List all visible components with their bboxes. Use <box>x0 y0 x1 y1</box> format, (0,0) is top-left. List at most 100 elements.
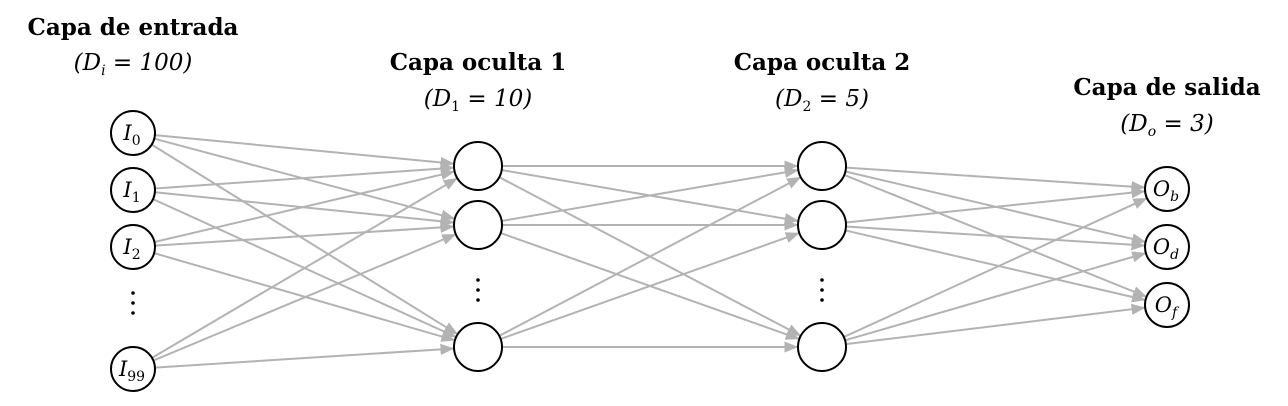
dim-subscript: o <box>1148 124 1156 140</box>
neuron-label-main: I <box>122 178 132 202</box>
neuron-circle <box>110 346 156 392</box>
layer-titles: Capa de entrada(Di = 100)Capa oculta 1(D… <box>28 14 1261 140</box>
neuron-circle <box>797 141 847 191</box>
neuron-circle <box>110 110 156 156</box>
dim-subscript: i <box>101 63 105 79</box>
dim-subscript: 1 <box>451 99 460 115</box>
dim-variable: D <box>1128 111 1147 137</box>
edge-input-2-to-hidden1-1 <box>154 221 455 247</box>
ellipsis-dot-0 <box>131 291 135 295</box>
layer-title-input: Capa de entrada <box>28 14 239 41</box>
edge-hidden2-0-to-output-0 <box>845 166 1146 193</box>
dim-value: 5 <box>845 86 860 112</box>
neuron-circle <box>453 141 503 191</box>
ellipsis-dot-1 <box>476 288 480 292</box>
neuron-label-main: O <box>1153 177 1170 201</box>
dim-variable: D <box>432 86 451 112</box>
layer-dimension-output: (Do = 3) <box>1120 111 1213 140</box>
neuron-hidden2-0 <box>797 141 847 191</box>
neuron-output-1: Od <box>1144 224 1190 270</box>
dim-equals: = <box>106 50 140 76</box>
neuron-label: I1 <box>122 178 140 206</box>
neuron-label: I0 <box>122 121 140 149</box>
neuron-output-2: Of <box>1144 282 1190 328</box>
paren-open: ( <box>74 50 84 76</box>
layer-dimension-hidden2: (D2 = 5) <box>775 86 869 115</box>
paren-open: ( <box>1120 111 1130 137</box>
neuron-circle <box>453 200 503 250</box>
paren-close: ) <box>522 86 532 112</box>
layer-dimension-hidden1: (D1 = 10) <box>424 86 533 115</box>
edge-input-2-to-hidden1-0 <box>154 169 456 243</box>
neuron-circle <box>797 200 847 250</box>
neuron-hidden1-3 <box>453 322 503 372</box>
edge-input-0-to-hidden1-2 <box>151 143 458 335</box>
paren-close: ) <box>1204 111 1214 137</box>
dim-value: 10 <box>494 86 523 112</box>
neuron-label-subscript: b <box>1170 189 1179 205</box>
vertical-ellipsis <box>476 278 480 302</box>
neuron-circle <box>453 322 503 372</box>
neuron-label-subscript: d <box>1170 247 1179 263</box>
connections <box>151 134 1148 369</box>
neuron-output-0: Ob <box>1144 166 1190 212</box>
dim-subscript: 2 <box>802 99 811 115</box>
ellipsis-dot-0 <box>476 278 480 282</box>
dim-variable: D <box>82 50 101 76</box>
edge-hidden2-1-to-output-2 <box>845 229 1146 303</box>
dim-equals: = <box>1156 111 1190 137</box>
neuron-circle <box>1144 282 1190 328</box>
vertical-ellipsis <box>820 278 824 302</box>
edge-hidden2-1-to-output-0 <box>845 187 1146 224</box>
neuron-label: I2 <box>122 235 140 263</box>
edge-input-3-to-hidden1-0 <box>151 177 458 359</box>
neuron-label: I99 <box>118 357 145 385</box>
neuron-label: Od <box>1153 235 1179 263</box>
paren-close: ) <box>182 50 192 76</box>
paren-close: ) <box>859 86 869 112</box>
edge-hidden1-2-to-hidden2-1 <box>500 232 800 340</box>
layer-title-hidden1: Capa oculta 1 <box>390 49 567 76</box>
edge-hidden1-2-to-hidden2-0 <box>498 176 802 337</box>
ellipsis-dot-1 <box>131 301 135 305</box>
dim-equals: = <box>811 86 845 112</box>
neuron-hidden2-1 <box>797 200 847 250</box>
edge-hidden2-2-to-output-1 <box>844 251 1147 342</box>
neuron-circle <box>110 224 156 270</box>
neuron-input-0: I0 <box>110 110 156 156</box>
neuron-label: Of <box>1155 293 1180 321</box>
neuron-hidden1-1 <box>453 200 503 250</box>
neuron-label-subscript: 0 <box>132 133 141 149</box>
edge-hidden2-2-to-output-2 <box>845 303 1146 346</box>
vertical-ellipsis <box>131 291 135 315</box>
dim-value: 3 <box>1190 111 1205 137</box>
neuron-input-4: I99 <box>110 346 156 392</box>
neuron-input-1: I1 <box>110 167 156 213</box>
dim-value: 100 <box>139 50 183 76</box>
edge-input-3-to-hidden1-2 <box>154 343 455 369</box>
edge-input-3-to-hidden1-1 <box>152 233 457 362</box>
neuron-label-subscript: f <box>1171 305 1180 321</box>
dim-equals: = <box>460 86 494 112</box>
neuron-label-main: I <box>122 121 132 145</box>
neuron-label-main: O <box>1155 293 1172 317</box>
edge-input-0-to-hidden1-0 <box>154 134 455 168</box>
ellipsis-dot-2 <box>131 311 135 315</box>
paren-open: ( <box>424 86 434 112</box>
neuron-label-main: O <box>1153 235 1170 259</box>
layer-dimension-input: (Di = 100) <box>74 50 193 79</box>
edge-hidden2-2-to-output-0 <box>843 197 1148 338</box>
neuron-label: Ob <box>1153 177 1179 205</box>
neuron-label-subscript: 1 <box>132 190 141 206</box>
neuron-label-subscript: 2 <box>132 247 141 263</box>
edge-hidden2-1-to-output-1 <box>845 225 1146 251</box>
edge-input-1-to-hidden1-0 <box>154 163 455 190</box>
neuron-label-subscript: 99 <box>127 369 145 385</box>
ellipsis-dot-2 <box>476 298 480 302</box>
ellipsis-dot-1 <box>820 288 824 292</box>
paren-open: ( <box>775 86 785 112</box>
neuron-circle <box>110 167 156 213</box>
neuron-hidden1-0 <box>453 141 503 191</box>
layer-title-hidden2: Capa oculta 2 <box>734 49 911 76</box>
